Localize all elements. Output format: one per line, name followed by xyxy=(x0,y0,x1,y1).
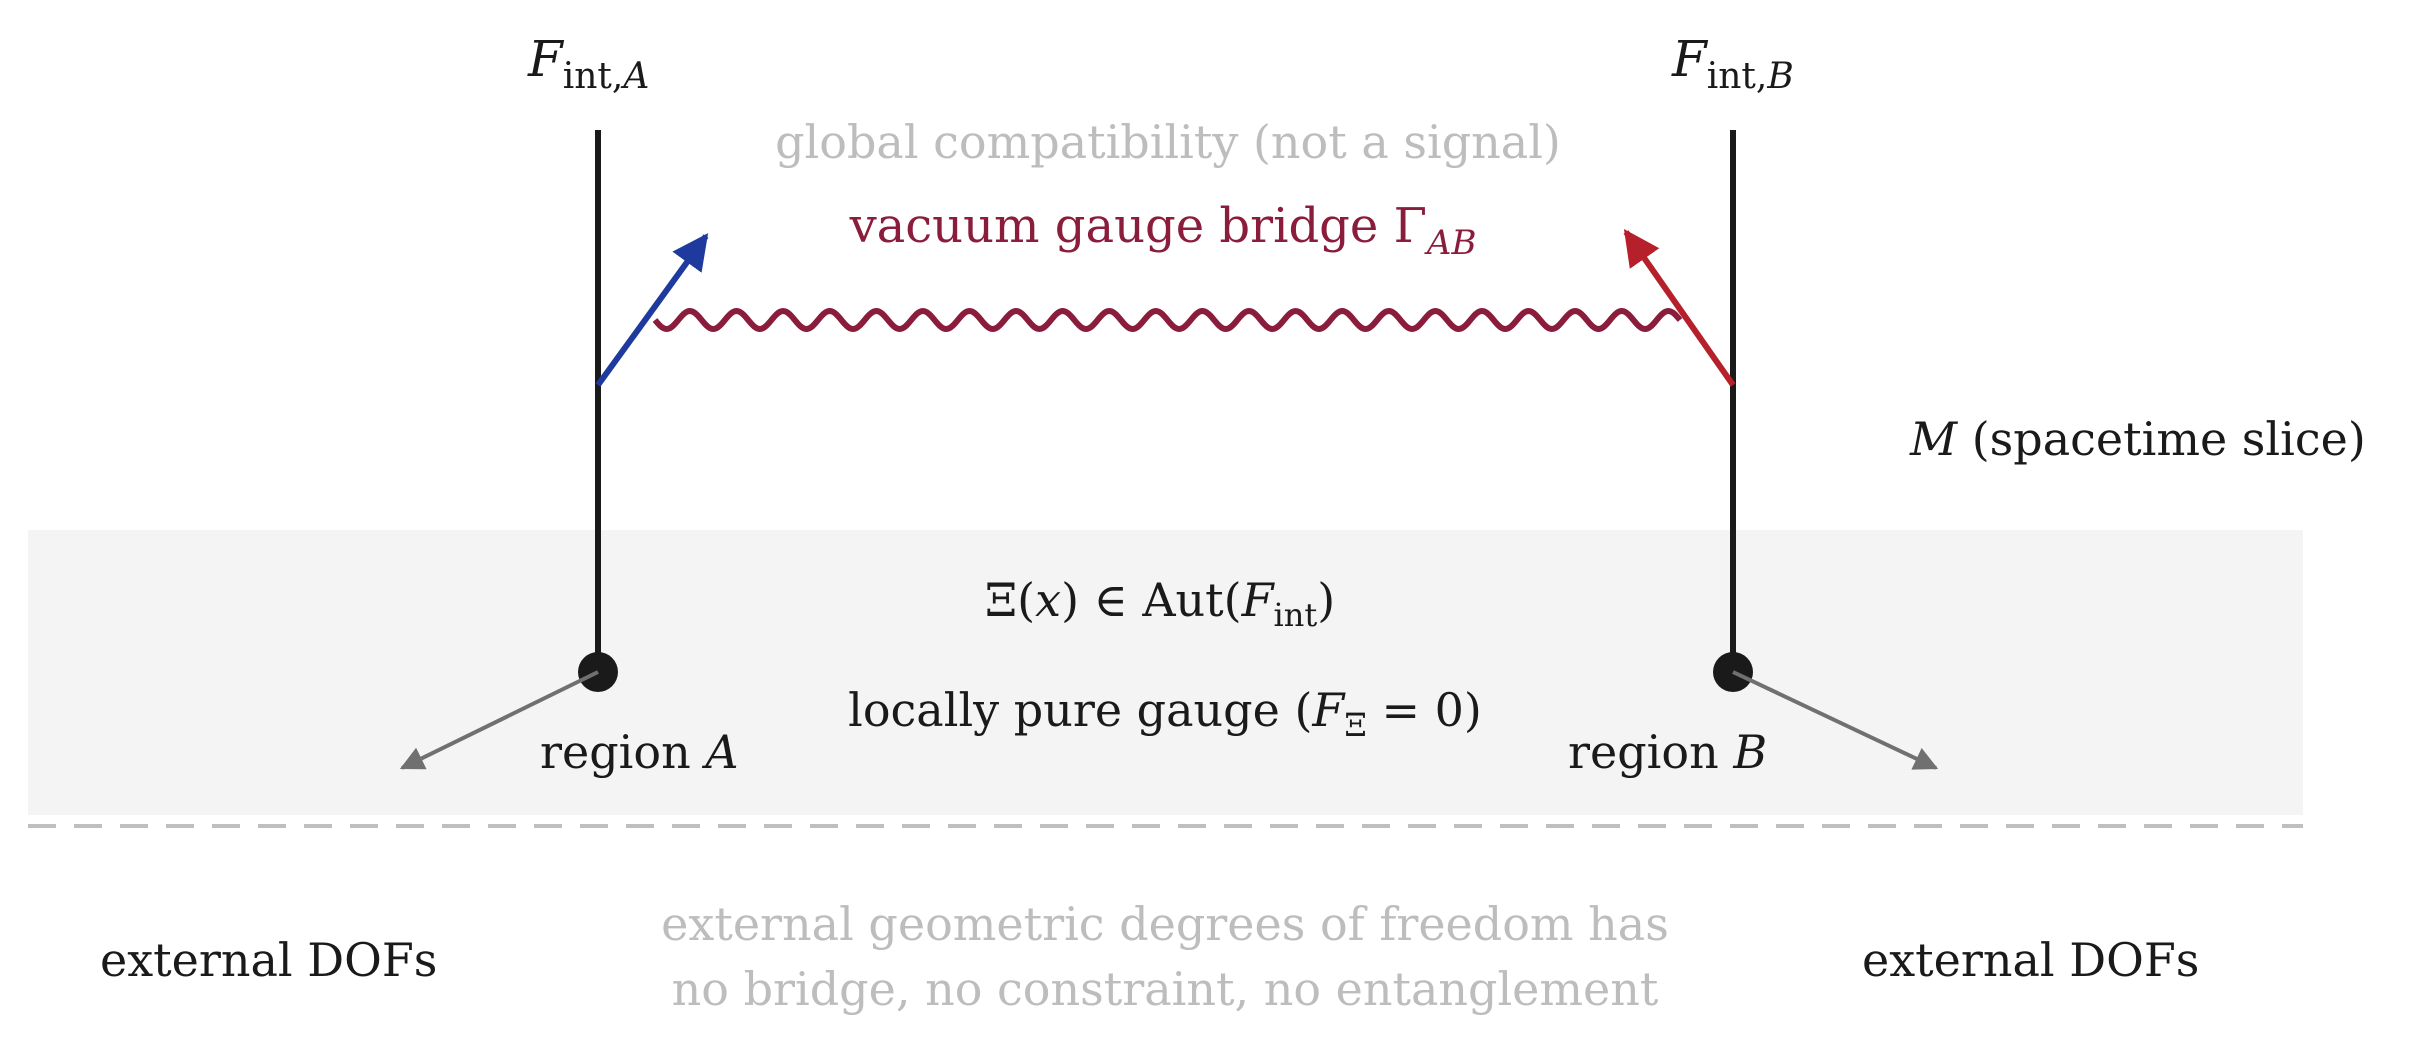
global-compatibility-label: global compatibility (not a signal) xyxy=(775,115,1561,169)
external-arrow-a xyxy=(399,670,599,770)
external-dofs-right-label: external DOFs xyxy=(1862,933,2199,987)
pure-gauge-label: locally pure gauge (FΞ = 0) xyxy=(848,683,1482,744)
internal-arrow-b xyxy=(1623,229,1736,387)
region-b-label: region B xyxy=(1568,725,1767,779)
external-note-line-1: external geometric degrees of freedom ha… xyxy=(661,897,1669,951)
external-note-line-2: no bridge, no constraint, no entanglemen… xyxy=(672,962,1659,1016)
external-dofs-left-label: external DOFs xyxy=(100,933,437,987)
spacetime-slice-label: M (spacetime slice) xyxy=(1909,412,2366,466)
bridge-label: vacuum gauge bridge ΓAB xyxy=(849,198,1477,263)
external-arrow-b xyxy=(1732,670,1939,770)
vacuum-gauge-bridge-wave xyxy=(652,307,1683,333)
fiber-a-label: Fint,A xyxy=(527,30,649,97)
fiber-b-label: Fint,B xyxy=(1671,30,1794,97)
region-a-label: region A xyxy=(540,725,739,779)
internal-arrow-a xyxy=(595,233,709,387)
xi-automorphism-label: Ξ(x) ∈ Aut(Fint) xyxy=(985,573,1335,634)
